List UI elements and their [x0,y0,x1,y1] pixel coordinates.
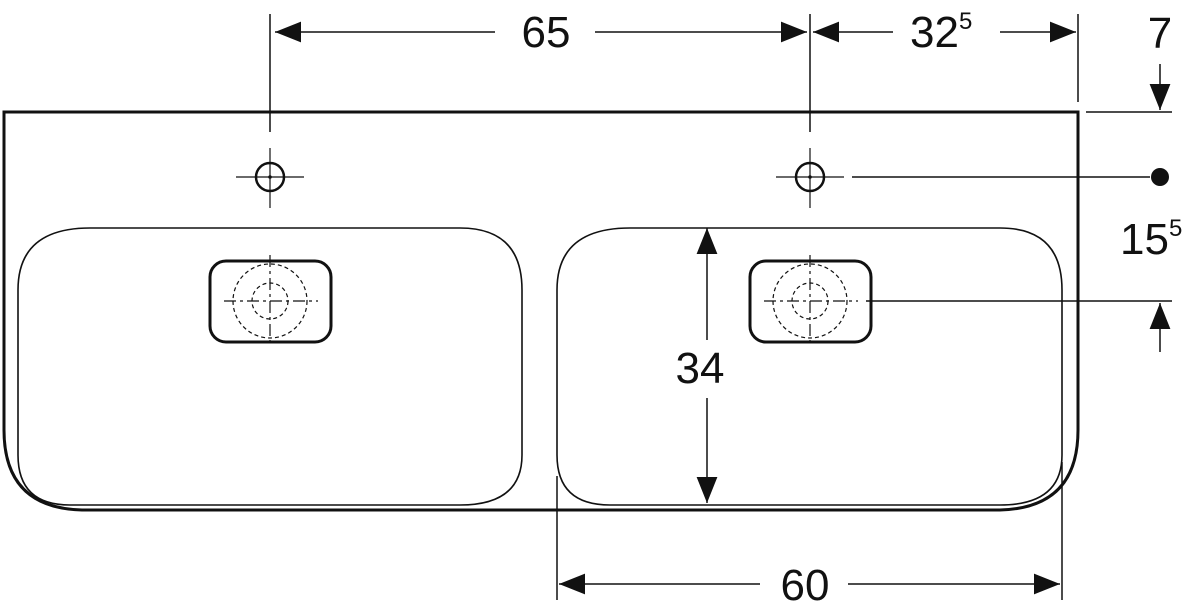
right-tap-hole [776,148,844,208]
left-tap-hole [236,148,304,208]
extension-lines [269,14,1172,600]
dimension-label-tap-spacing: 65 [522,8,571,57]
dimension-label-bowl-width: 60 [781,561,830,608]
dimension-label-bowl-depth: 34 [676,344,725,393]
dimension-tap-to-edge: 325 [813,8,1076,57]
basin-outline [2,110,1080,512]
dimension-tap-spacing: 65 [275,8,807,57]
svg-text:325: 325 [910,8,972,57]
dimension-top-offset: 7 [1148,9,1172,110]
dimension-label-tap-to-edge: 32 [910,8,959,57]
dimension-tap-to-drain: 155 [1120,168,1182,352]
dimension-label-tap-to-drain: 15 [1120,215,1169,264]
dimension-bowl-width: 60 [559,561,1060,608]
svg-text:155: 155 [1120,215,1182,264]
dimension-label-top-offset: 7 [1148,9,1172,58]
dimension-superscript-tap-to-drain: 5 [1169,215,1182,242]
left-bowl [17,227,523,506]
dimension-superscript-tap-to-edge: 5 [959,8,972,35]
right-bowl [556,227,1063,506]
dimension-bowl-depth: 34 [676,228,725,503]
